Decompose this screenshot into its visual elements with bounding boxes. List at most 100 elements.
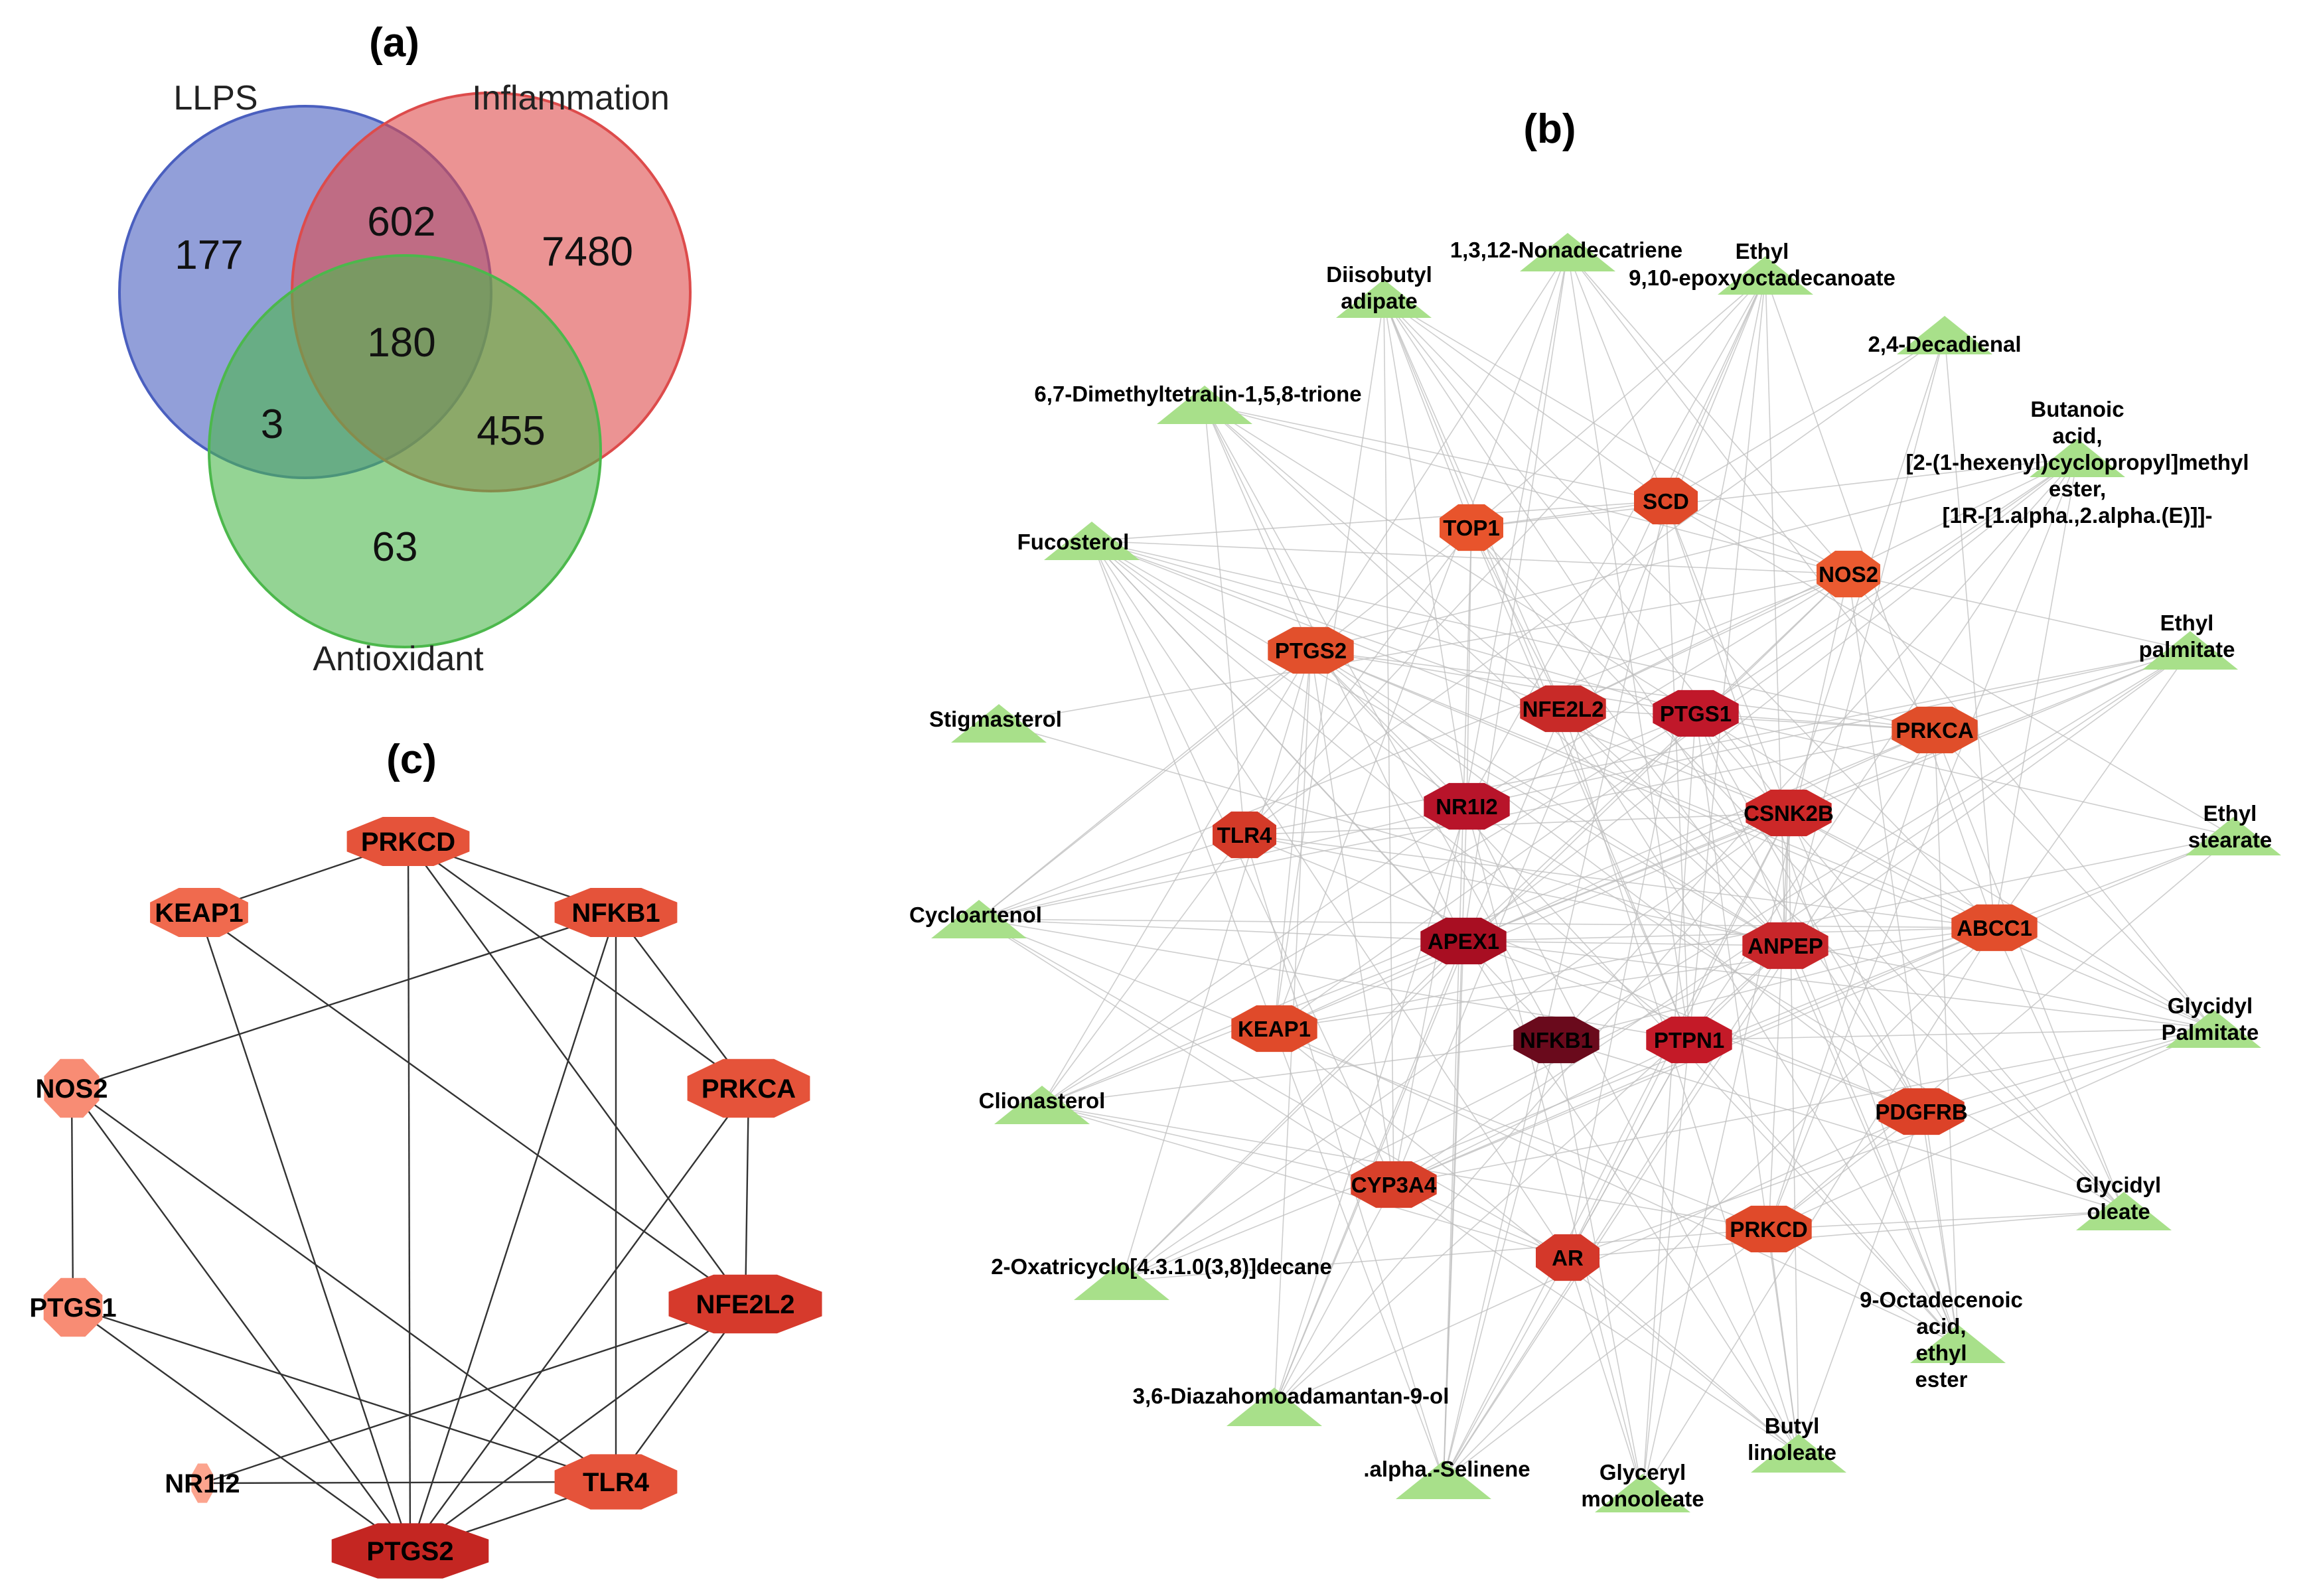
- network-b-edge: [1556, 927, 1995, 1041]
- network-b-edge: [1244, 334, 1945, 835]
- compound-triangle: [2186, 817, 2281, 855]
- compound-node-selinene: .alpha.-Selinene: [1363, 1457, 1530, 1499]
- compound-label: 1,3,12-Nonadecatriene: [1450, 238, 1682, 262]
- compound-label: Glycidyl: [2076, 1173, 2161, 1197]
- compound-label: Ethyl: [1736, 239, 1789, 263]
- network-b-edge: [1393, 650, 2191, 1185]
- network-b-edge: [1567, 1257, 1643, 1494]
- ppi-label: PTGS1: [29, 1293, 116, 1323]
- compound-label: Stigmasterol: [929, 707, 1062, 731]
- network-b-edge: [1383, 298, 1667, 502]
- compound-label: linoleate: [1748, 1440, 1836, 1465]
- network-b-edge: [1383, 298, 1922, 1112]
- compound-triangle: [1044, 522, 1140, 560]
- target-node-ptpn1: PTPN1: [1646, 1016, 1732, 1064]
- network-b-edge: [1274, 252, 1568, 1029]
- network-b-edge: [1934, 729, 1959, 1344]
- target-node-apex1: APEX1: [1420, 917, 1507, 965]
- network-b-edge: [1695, 457, 2078, 714]
- target-octagon: [1746, 789, 1832, 837]
- target-node-nfe2l2: NFE2L2: [1520, 685, 1606, 733]
- network-b-edge: [1765, 275, 1995, 928]
- network-c-edge: [408, 841, 749, 1089]
- network-b-edge: [1244, 834, 1922, 1112]
- network-b-edge: [1471, 457, 2078, 528]
- network-b-edge: [1785, 945, 1959, 1344]
- network-b-edge: [1204, 404, 1311, 651]
- network-b-edge: [1665, 334, 1945, 502]
- compound-node-stigmasterol: Stigmasterol: [929, 704, 1062, 743]
- network-b-edge: [1393, 1039, 1690, 1185]
- network-c-edge: [407, 841, 411, 1552]
- network-b-edge: [1466, 650, 2191, 807]
- network-b-edge: [1274, 650, 2191, 1029]
- venn-label-inflammation: Inflammation: [472, 79, 670, 117]
- compound-label: Clionasterol: [979, 1088, 1106, 1113]
- network-b-edge: [1562, 708, 2124, 1212]
- target-node-tlr4: TLR4: [1213, 811, 1276, 859]
- network-b-edge: [978, 918, 1394, 1185]
- compound-triangle: [1157, 386, 1252, 424]
- compound-triangle: [1520, 233, 1615, 271]
- compound-node-fucosterol: Fucosterol: [1017, 522, 1140, 560]
- target-label: TLR4: [1217, 823, 1272, 847]
- network-b-edge: [1463, 940, 1786, 946]
- target-node-abcc1: ABCC1: [1951, 904, 2038, 952]
- compound-triangle: [931, 900, 1027, 938]
- target-octagon: [1513, 1016, 1600, 1064]
- network-b-edge: [1695, 713, 2214, 1029]
- venn-panel: (a) LLPS Inflammation Antioxidant 177 60…: [118, 20, 692, 678]
- ppi-label: PRKCA: [702, 1074, 796, 1104]
- network-b-edge: [1848, 573, 2191, 651]
- network-b-edge: [1665, 500, 2234, 837]
- compound-label: acid,: [1916, 1314, 1966, 1339]
- network-b-edge: [1383, 298, 1472, 528]
- target-label: TOP1: [1443, 516, 1500, 540]
- network-b-edge: [1443, 527, 1472, 1481]
- target-label: PTGS1: [1660, 701, 1732, 726]
- target-octagon: [1653, 689, 1739, 737]
- network-b-edge: [978, 918, 1464, 942]
- network-b-edge: [1041, 1104, 1568, 1258]
- target-octagon: [1231, 1005, 1317, 1052]
- compound-triangle: [1074, 1262, 1169, 1300]
- network-b-edge: [1471, 527, 1690, 1041]
- target-label: ANPEP: [1748, 934, 1823, 958]
- network-b-edge: [1041, 713, 1696, 1106]
- network-b-edge: [1463, 940, 2214, 1029]
- venn-count-llps-antioxidant: 3: [261, 401, 283, 447]
- network-b-edge: [1463, 573, 1849, 942]
- compound-triangle: [1227, 1388, 1322, 1426]
- network-b-edge: [1121, 940, 1464, 1281]
- network-b-edge: [1091, 540, 1789, 814]
- target-label: NR1I2: [1436, 794, 1498, 819]
- target-node-scd: SCD: [1634, 477, 1698, 525]
- network-b-edge: [1934, 729, 2124, 1212]
- network-b-edge: [1393, 252, 1568, 1185]
- compound-label: adipate: [1341, 289, 1418, 313]
- target-node-ptgs2: PTGS2: [1268, 626, 1354, 674]
- target-octagon: [1817, 550, 1880, 598]
- network-b-edge: [1310, 650, 1786, 946]
- network-b-edge: [1768, 812, 1789, 1230]
- compound-label: Glyceryl: [1600, 1460, 1686, 1485]
- network-b-edge: [1567, 252, 1849, 575]
- network-b-edge: [1041, 1039, 1557, 1106]
- network-b-edge: [1383, 298, 1849, 575]
- network-b-edge: [1788, 812, 1922, 1112]
- network-b-edge: [1041, 1104, 1394, 1185]
- network-b-edge: [1798, 1111, 1922, 1454]
- network-b-edge: [1091, 540, 1275, 1029]
- network-b-edge: [1567, 1039, 1690, 1258]
- network-b-edge: [1688, 1039, 1959, 1344]
- target-octagon: [1878, 1088, 1965, 1135]
- network-b-edge: [1466, 573, 1849, 807]
- compound-label: ester,: [2049, 476, 2106, 501]
- target-octagon: [1536, 1234, 1600, 1281]
